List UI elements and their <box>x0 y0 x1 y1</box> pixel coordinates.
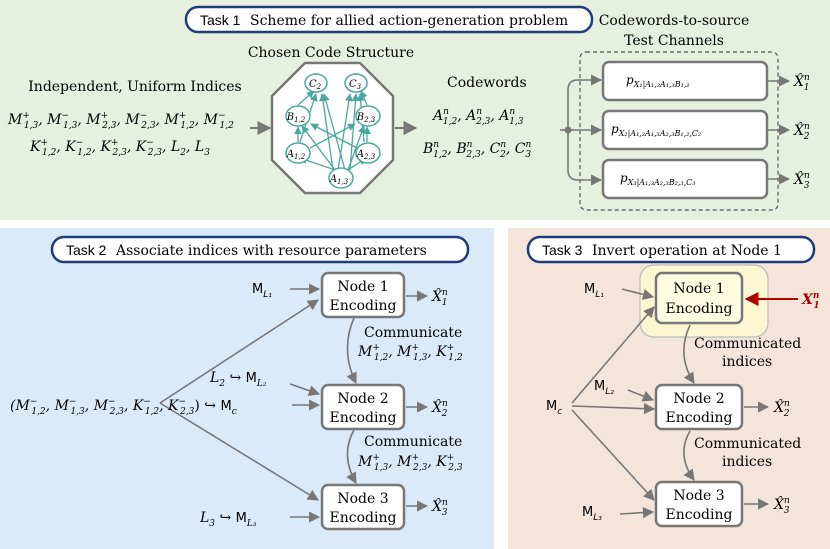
svg-text:An1,2, An2,3, An1,3: An1,2, An2,3, An1,3 <box>431 107 524 127</box>
svg-text:X̂n2: X̂n2 <box>431 398 448 419</box>
t3-node1-label: Node 1 <box>673 281 724 297</box>
svg-text:M+1,3, M+2,3, K+2,3: M+1,3, M+2,3, K+2,3 <box>357 453 463 473</box>
svg-text:L2 ↪ ML₂: L2 ↪ ML₂ <box>209 370 267 389</box>
task3-nodes: Node 1 Encoding Node 2 Encoding Node 3 E… <box>654 271 744 528</box>
code-structure-heading: Chosen Code Structure <box>248 45 414 61</box>
t2-node1-label: Node 1 <box>337 279 388 295</box>
channel-outputs <box>768 75 791 185</box>
svg-text:(M−1,2, M−1,3, M−2,3, K−1,2, K: (M−1,2, M−1,3, M−2,3, K−1,2, K−2,3) ↪ Mc <box>10 397 237 417</box>
channels-heading-1: Codewords-to-source <box>599 13 750 29</box>
t3-communicated-1b: indices <box>722 354 772 370</box>
task3-edges <box>571 288 770 519</box>
task2-nodes: Node 1 Encoding Node 2 Encoding Node 3 E… <box>320 271 406 531</box>
task3-header: Task 3 Invert operation at Node 1 <box>526 235 816 264</box>
t3-node3-label: Node 3 <box>673 488 724 504</box>
t2-node3-sub: Encoding <box>330 510 397 526</box>
indices-list: M+1,3, M−1,3, M+2,3, M−2,3, M+1,2, M−1,2… <box>7 111 234 158</box>
task3-title: Invert operation at Node 1 <box>592 243 782 259</box>
t2-node1-sub: Encoding <box>330 298 397 314</box>
svg-text:ML₁: ML₁ <box>584 282 604 300</box>
svg-text:M+1,2, M+1,3, K+1,2: M+1,2, M+1,3, K+1,2 <box>357 343 463 363</box>
svg-text:Xn1: Xn1 <box>801 291 820 311</box>
code-structure-octagon: C2 C3 B1,2 B2,3 A1,2 A2,3 A1,3 <box>270 61 395 195</box>
channels-dashed-box <box>579 51 779 211</box>
svg-text:X̂n3: X̂n3 <box>431 497 448 518</box>
svg-text:L3 ↪ ML₃: L3 ↪ ML₃ <box>199 510 257 529</box>
svg-text:ML₁: ML₁ <box>252 282 272 300</box>
t2-communicate-2: Communicate <box>364 434 462 450</box>
svg-text:ML₂: ML₂ <box>594 379 614 397</box>
task2-header: Task 2 Associate indices with resource p… <box>50 235 470 264</box>
t2-communicate-1: Communicate <box>364 325 462 341</box>
svg-text:X̂n2: X̂n2 <box>793 121 810 142</box>
task1-header: Task 1 Scheme for allied action-generati… <box>184 5 594 34</box>
t3-communicated-2b: indices <box>722 454 772 470</box>
svg-text:Mc: Mc <box>546 399 562 417</box>
fanout-dot <box>564 126 572 134</box>
t3-communicated-2a: Communicated <box>694 436 801 452</box>
channels-heading-2: Test Channels <box>624 33 724 49</box>
svg-text:X̂n1: X̂n1 <box>431 287 448 308</box>
svg-text:X̂n3: X̂n3 <box>793 170 810 191</box>
channel-fanout <box>560 74 603 186</box>
task2-edges <box>159 283 429 523</box>
svg-text:X̂n2: X̂n2 <box>773 398 790 419</box>
task2-title: Associate indices with resource paramete… <box>115 243 427 259</box>
codewords-heading: Codewords <box>447 75 527 91</box>
svg-text:X̂n3: X̂n3 <box>773 495 790 516</box>
task1-title: Scheme for allied action-generation prob… <box>250 13 568 29</box>
task2-tag: Task 2 <box>66 242 107 258</box>
t2-node2-sub: Encoding <box>330 410 397 426</box>
task2-panel <box>0 228 494 549</box>
t3-node2-label: Node 2 <box>673 391 724 407</box>
indices-heading: Independent, Uniform Indices <box>28 79 241 95</box>
t3-node2-sub: Encoding <box>666 410 733 426</box>
channel-boxes: pX₁|A₁,₂A₁,₃B₁,₂ pX₂|A₁,₂A₁,₃A₂,₃B₁,₂,C₂… <box>601 60 769 200</box>
svg-text:Bn1,2, Bn2,3, Cn2, Cn3: Bn1,2, Bn2,3, Cn2, Cn3 <box>422 140 532 160</box>
task3-tag: Task 3 <box>542 242 583 258</box>
t3-communicated-1a: Communicated <box>694 336 801 352</box>
svg-text:M+1,3, M−1,3, M+2,3, M−2,3, M+: M+1,3, M−1,3, M+2,3, M−2,3, M+1,2, M−1,2 <box>7 111 234 131</box>
t2-node3-label: Node 3 <box>337 491 388 507</box>
t3-node1-sub: Encoding <box>666 301 733 317</box>
svg-text:ML₃: ML₃ <box>582 505 602 523</box>
svg-text:K+1,2, K−1,2, K+2,3, K−2,3, L2: K+1,2, K−1,2, K+2,3, K−2,3, L2, L3 <box>29 138 210 158</box>
svg-text:X̂n1: X̂n1 <box>793 72 810 93</box>
t2-node2-label: Node 2 <box>337 391 388 407</box>
t3-node3-sub: Encoding <box>666 507 733 523</box>
task1-tag: Task 1 <box>200 12 241 28</box>
